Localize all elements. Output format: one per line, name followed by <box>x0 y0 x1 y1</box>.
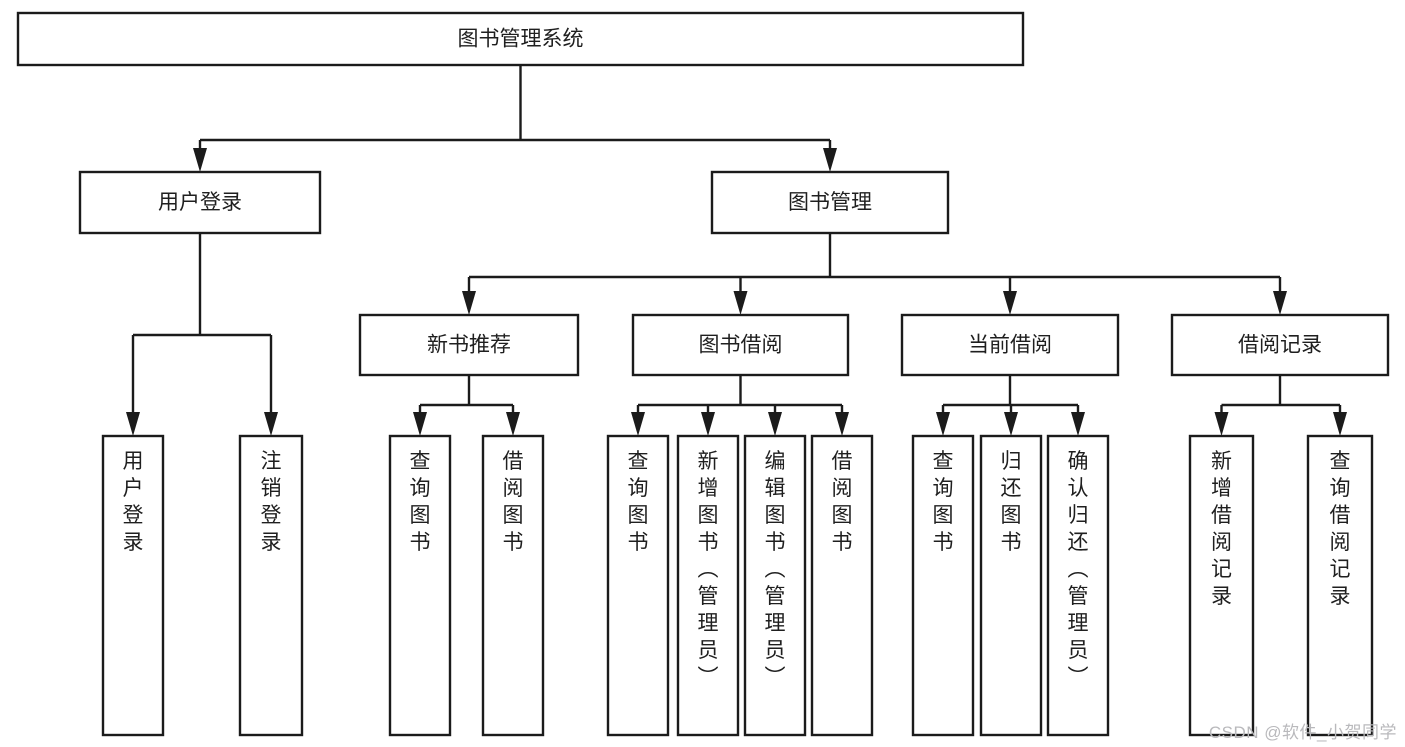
node-label-leaf_8: 查询图书 <box>933 450 954 554</box>
node-label-leaf_3: 借阅图书 <box>503 450 524 554</box>
node-leaf_3[interactable]: 借阅图书 <box>481 434 545 737</box>
node-label-leaf_0: 用户登录 <box>123 450 144 554</box>
node-leaf_12[interactable]: 查询借阅记录 <box>1306 434 1374 737</box>
node-box-leaf_11[interactable] <box>1188 434 1255 737</box>
node-box-leaf_9[interactable] <box>979 434 1043 737</box>
node-label-leaf_2: 查询图书 <box>410 450 431 554</box>
node-leaf_9[interactable]: 归还图书 <box>979 434 1043 737</box>
node-leaf_11[interactable]: 新增借阅记录 <box>1188 434 1255 737</box>
node-box-l3_0[interactable] <box>358 313 580 377</box>
node-label-l2_0: 用户登录 <box>158 191 242 214</box>
node-box-l2_0[interactable] <box>78 170 322 235</box>
node-label-leaf_10: 确认归还︵管理员︶ <box>1068 450 1089 689</box>
node-label-l2_1: 图书管理 <box>788 191 872 214</box>
node-label-leaf_1: 注销登录 <box>261 450 282 554</box>
node-root[interactable]: 图书管理系统 <box>16 11 1025 67</box>
node-l3_1[interactable]: 图书借阅 <box>631 313 850 377</box>
node-box-l3_3[interactable] <box>1170 313 1390 377</box>
node-box-leaf_7[interactable] <box>810 434 874 737</box>
node-label-root: 图书管理系统 <box>458 28 584 51</box>
node-leaf_0[interactable]: 用户登录 <box>101 434 165 737</box>
node-label-leaf_5: 新增图书︵管理员︶ <box>698 450 719 689</box>
node-l2_0[interactable]: 用户登录 <box>78 170 322 235</box>
node-box-leaf_1[interactable] <box>238 434 304 737</box>
node-box-leaf_12[interactable] <box>1306 434 1374 737</box>
node-label-l3_2: 当前借阅 <box>968 334 1052 357</box>
node-label-leaf_12: 查询借阅记录 <box>1330 450 1351 608</box>
node-l3_2[interactable]: 当前借阅 <box>900 313 1120 377</box>
node-l2_1[interactable]: 图书管理 <box>710 170 950 235</box>
node-label-l3_0: 新书推荐 <box>427 334 511 357</box>
node-leaf_8[interactable]: 查询图书 <box>911 434 975 737</box>
node-box-leaf_3[interactable] <box>481 434 545 737</box>
node-box-leaf_6[interactable] <box>743 434 807 737</box>
node-box-leaf_0[interactable] <box>101 434 165 737</box>
node-leaf_10[interactable]: 确认归还︵管理员︶ <box>1046 434 1110 737</box>
node-box-leaf_5[interactable] <box>676 434 740 737</box>
node-box-l3_2[interactable] <box>900 313 1120 377</box>
node-box-leaf_10[interactable] <box>1046 434 1110 737</box>
node-box-leaf_4[interactable] <box>606 434 670 737</box>
node-label-leaf_7: 借阅图书 <box>832 450 853 554</box>
node-leaf_7[interactable]: 借阅图书 <box>810 434 874 737</box>
node-label-l3_1: 图书借阅 <box>699 334 783 357</box>
node-l3_3[interactable]: 借阅记录 <box>1170 313 1390 377</box>
node-leaf_6[interactable]: 编辑图书︵管理员︶ <box>743 434 807 737</box>
node-l3_0[interactable]: 新书推荐 <box>358 313 580 377</box>
node-label-leaf_4: 查询图书 <box>628 450 649 554</box>
node-box-leaf_2[interactable] <box>388 434 452 737</box>
node-label-leaf_11: 新增借阅记录 <box>1211 450 1232 608</box>
node-label-leaf_9: 归还图书 <box>1001 450 1022 554</box>
node-label-l3_3: 借阅记录 <box>1238 334 1322 357</box>
node-leaf_5[interactable]: 新增图书︵管理员︶ <box>676 434 740 737</box>
node-leaf_2[interactable]: 查询图书 <box>388 434 452 737</box>
node-box-l2_1[interactable] <box>710 170 950 235</box>
node-box-leaf_8[interactable] <box>911 434 975 737</box>
connector-layer <box>126 65 1347 436</box>
node-label-leaf_6: 编辑图书︵管理员︶ <box>765 450 786 689</box>
node-leaf_1[interactable]: 注销登录 <box>238 434 304 737</box>
node-layer: 图书管理系统用户登录图书管理新书推荐图书借阅当前借阅借阅记录用户登录注销登录查询… <box>16 11 1390 737</box>
node-leaf_4[interactable]: 查询图书 <box>606 434 670 737</box>
node-box-root[interactable] <box>16 11 1025 67</box>
node-box-l3_1[interactable] <box>631 313 850 377</box>
